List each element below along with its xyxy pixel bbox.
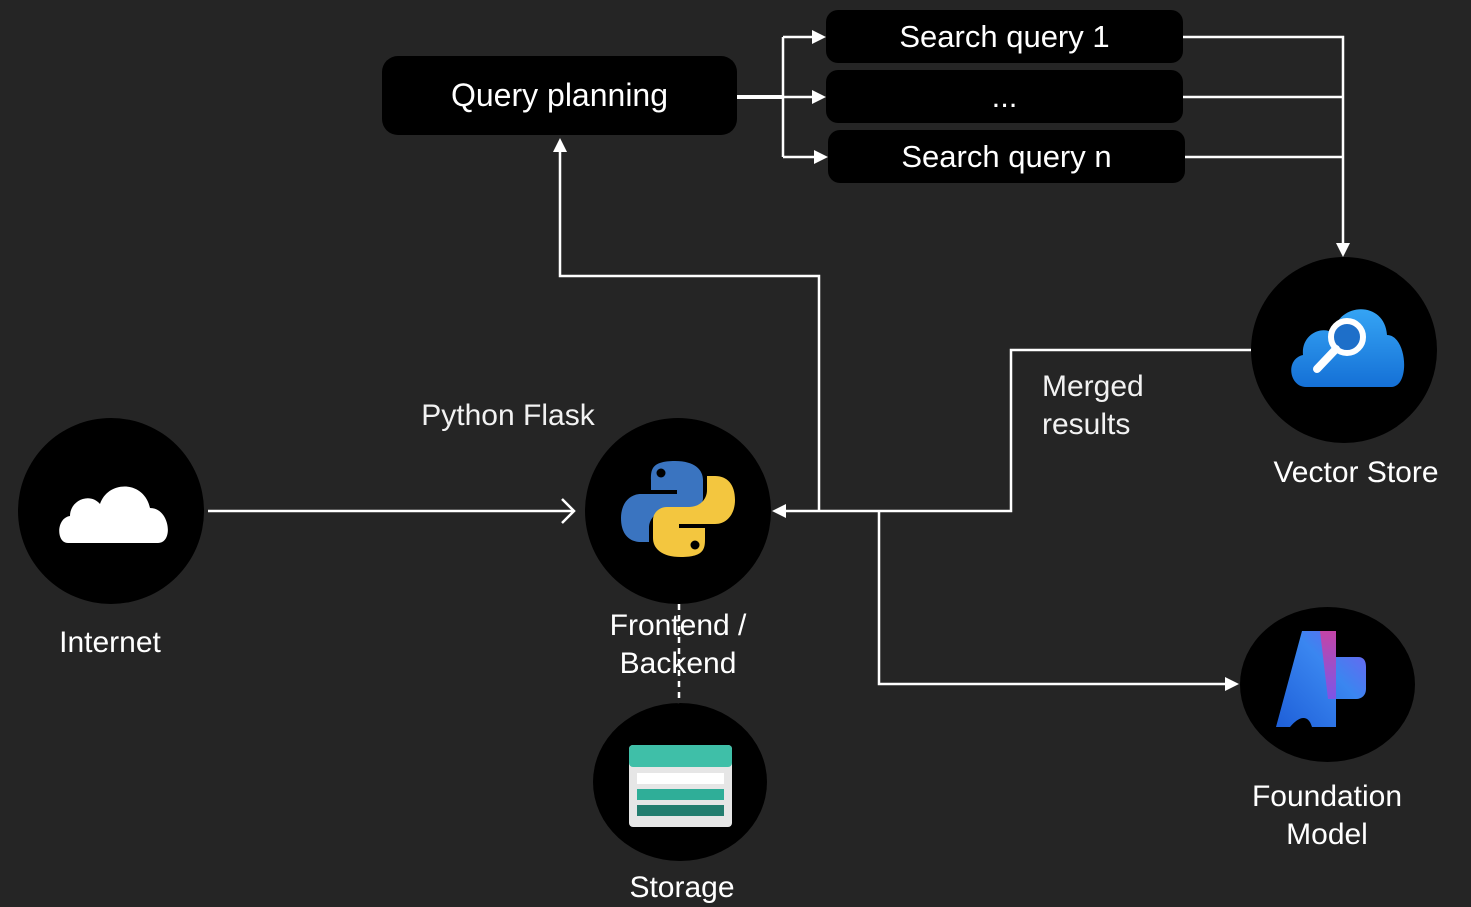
storage-label: Storage	[629, 871, 735, 904]
query-planning-node[interactable]: Query planning	[382, 56, 737, 135]
foundation-model-label-line1: Foundation	[1251, 780, 1403, 813]
python-logo-icon	[621, 461, 735, 557]
search-query-last-label: Search query n	[901, 138, 1112, 174]
cloud-search-icon	[1291, 309, 1405, 387]
arrowhead-planning	[553, 138, 567, 152]
merged-results-edge	[786, 348, 1251, 513]
merged-results-line2: results	[1042, 408, 1131, 441]
foundation-model-logo-icon	[1276, 631, 1366, 727]
frontend-label-line1: Frontend /	[609, 609, 747, 642]
cloud-icon	[59, 486, 168, 543]
frontend-label-line2: Backend	[619, 647, 737, 680]
query-planning-label: Query planning	[450, 77, 669, 113]
storage-icon	[629, 745, 732, 827]
arrowhead-query-n	[814, 150, 828, 164]
app-to-planning-edge	[558, 152, 821, 511]
frontend-backend-node[interactable]	[585, 418, 771, 604]
storage-node[interactable]	[593, 703, 767, 861]
vector-store-node[interactable]	[1251, 257, 1437, 443]
foundation-model-label-line2: Model	[1286, 818, 1368, 851]
internet-label: Internet	[59, 626, 161, 659]
arrowhead-query-1	[812, 30, 826, 44]
query-1-to-vector-edge	[1182, 35, 1345, 244]
vector-store-label: Vector Store	[1273, 456, 1439, 489]
arrowhead-app	[772, 504, 786, 518]
internet-node[interactable]	[18, 418, 204, 604]
search-query-first-label: Search query 1	[899, 18, 1110, 54]
python-flask-caption: Python Flask	[421, 399, 595, 432]
search-query-last-node[interactable]: Search query n	[828, 130, 1185, 183]
foundation-model-node[interactable]	[1240, 607, 1415, 762]
internet-to-app-arrowhead	[561, 498, 576, 524]
search-query-ellipsis-label: ...	[991, 78, 1018, 114]
search-query-first-node[interactable]: Search query 1	[826, 10, 1183, 63]
arrowhead-model	[1225, 677, 1239, 691]
merged-results-line1: Merged	[1042, 370, 1144, 403]
search-query-ellipsis-node[interactable]: ...	[826, 70, 1183, 123]
arrowhead-vector-store	[1336, 243, 1350, 257]
app-to-model-edge	[877, 511, 1226, 686]
arrowhead-query-ellipsis	[812, 90, 826, 104]
